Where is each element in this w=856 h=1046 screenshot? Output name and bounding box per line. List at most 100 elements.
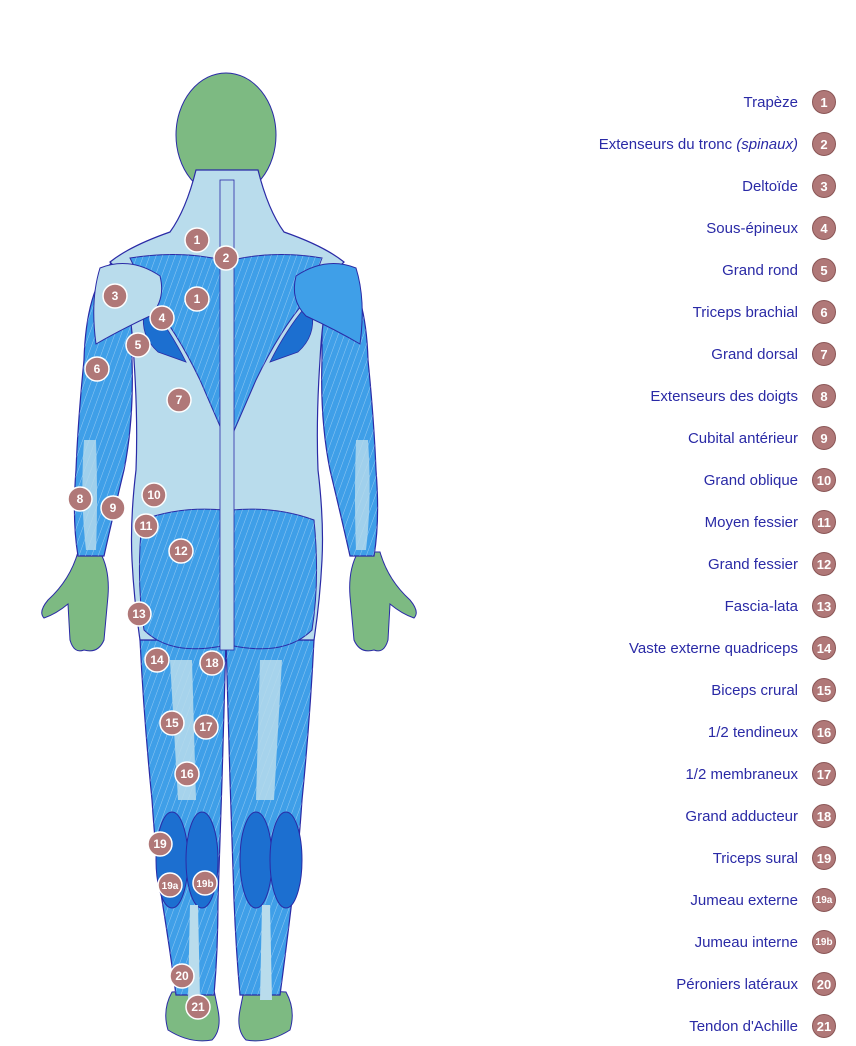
legend-label: Péroniers latéraux [676, 976, 798, 993]
legend-label-extra: (spinaux) [736, 135, 798, 153]
marker-biceps-femoris: 15 [159, 710, 185, 736]
marker-number: 21 [191, 1000, 205, 1014]
legend-label: Grand adducteur [685, 808, 798, 825]
legend-label-text: Moyen fessier [704, 513, 798, 531]
marker-badge [125, 332, 151, 358]
right-hamstring-light [256, 660, 282, 800]
marker-lateral-gastrocnemius: 19a [157, 872, 183, 898]
marker-badge [184, 286, 210, 312]
legend-number-badge: 8 [812, 384, 836, 408]
legend-label-text: Péroniers latéraux [676, 975, 798, 993]
legend-label: Fascia-lata [725, 598, 798, 615]
marker-number: 14 [150, 653, 164, 667]
marker-badge [126, 601, 152, 627]
legend-label: Jumeau externe [690, 892, 798, 909]
marker-spine-upper: 2 [213, 245, 239, 271]
marker-number: 8 [77, 492, 84, 506]
legend-label-text: Triceps sural [712, 849, 798, 867]
marker-badge [193, 714, 219, 740]
legend-label-text: Grand fessier [707, 555, 798, 573]
trapezius-fibers [130, 254, 322, 440]
legend-number-badge: 19 [812, 846, 836, 870]
marker-number: 19 [153, 837, 167, 851]
legend-label: Biceps crural [711, 682, 798, 699]
legend-number-badge: 15 [812, 678, 836, 702]
legend-label: Moyen fessier [705, 514, 798, 531]
marker-gluteus-maximus: 12 [168, 538, 194, 564]
right-glute-fibers [232, 509, 317, 649]
legend-item: Triceps sural 19 [713, 844, 836, 872]
legend-label: Grand dorsal [711, 346, 798, 363]
marker-badge [185, 994, 211, 1020]
marker-number: 19b [196, 879, 213, 890]
marker-badge [84, 356, 110, 382]
right-hand [349, 551, 417, 652]
legend-label: Triceps sural [713, 850, 798, 867]
marker-adductor-magnus: 18 [199, 650, 225, 676]
legend-number-badge: 17 [812, 762, 836, 786]
legend-item: Grand dorsal 7 [711, 340, 836, 368]
legend-item: Biceps crural 15 [711, 676, 836, 704]
marker-badge [157, 872, 183, 898]
legend-item: Sous-épineux 4 [706, 214, 836, 242]
marker-semimembranosus: 17 [193, 714, 219, 740]
marker-number: 4 [159, 311, 166, 325]
marker-gluteus-medius: 11 [133, 513, 159, 539]
marker-semitendinosus: 16 [174, 761, 200, 787]
legend-item: Extenseurs du tronc (spinaux)2 [599, 130, 836, 158]
legend-item: 1/2 membraneux 17 [685, 760, 836, 788]
marker-peroneals: 20 [169, 963, 195, 989]
legend-label: Deltoïde [742, 178, 798, 195]
marker-badge [192, 870, 218, 896]
legend-number-badge: 6 [812, 300, 836, 324]
marker-badge [168, 538, 194, 564]
marker-number: 5 [135, 338, 142, 352]
marker-triceps-surae: 19 [147, 831, 173, 857]
right-leg-fibers [226, 640, 314, 995]
marker-number: 20 [175, 969, 189, 983]
legend-item: Grand rond 5 [722, 256, 836, 284]
marker-badge [166, 387, 192, 413]
marker-number: 13 [132, 607, 146, 621]
legend-label-text: Sous-épineux [706, 219, 798, 237]
legend-label: Extenseurs des doigts [650, 388, 798, 405]
legend-label: 1/2 membraneux [685, 766, 798, 783]
marker-medial-gastrocnemius: 19b [192, 870, 218, 896]
legend-number-badge: 10 [812, 468, 836, 492]
legend-label-text: Tendon d'Achille [689, 1017, 798, 1035]
legend-label-text: Vaste externe quadriceps [629, 639, 798, 657]
right-calf-lateral [269, 811, 303, 909]
legend-number-badge: 19b [812, 930, 836, 954]
legend-label-text: Fascia-lata [724, 597, 798, 615]
marker-number: 11 [140, 519, 153, 533]
marker-badge [67, 486, 93, 512]
legend-label: Grand fessier [708, 556, 798, 573]
marker-number: 2 [223, 251, 230, 265]
marker-badge [141, 482, 167, 508]
marker-number: 1 [194, 233, 201, 247]
legend-number-badge: 7 [812, 342, 836, 366]
legend-item: Jumeau interne 19b [695, 928, 836, 956]
legend-label-text: Grand rond [722, 261, 798, 279]
marker-upper-trapezius: 1 [184, 227, 210, 253]
legend-label-text: Jumeau interne [694, 933, 798, 951]
marker-badge [199, 650, 225, 676]
legend-number-badge: 4 [812, 216, 836, 240]
legend-label: Tendon d'Achille [689, 1018, 798, 1035]
legend-number-badge: 5 [812, 258, 836, 282]
legend-label-text: Grand adducteur [685, 807, 798, 825]
right-forearm-light [355, 440, 370, 550]
marker-badge [169, 963, 195, 989]
